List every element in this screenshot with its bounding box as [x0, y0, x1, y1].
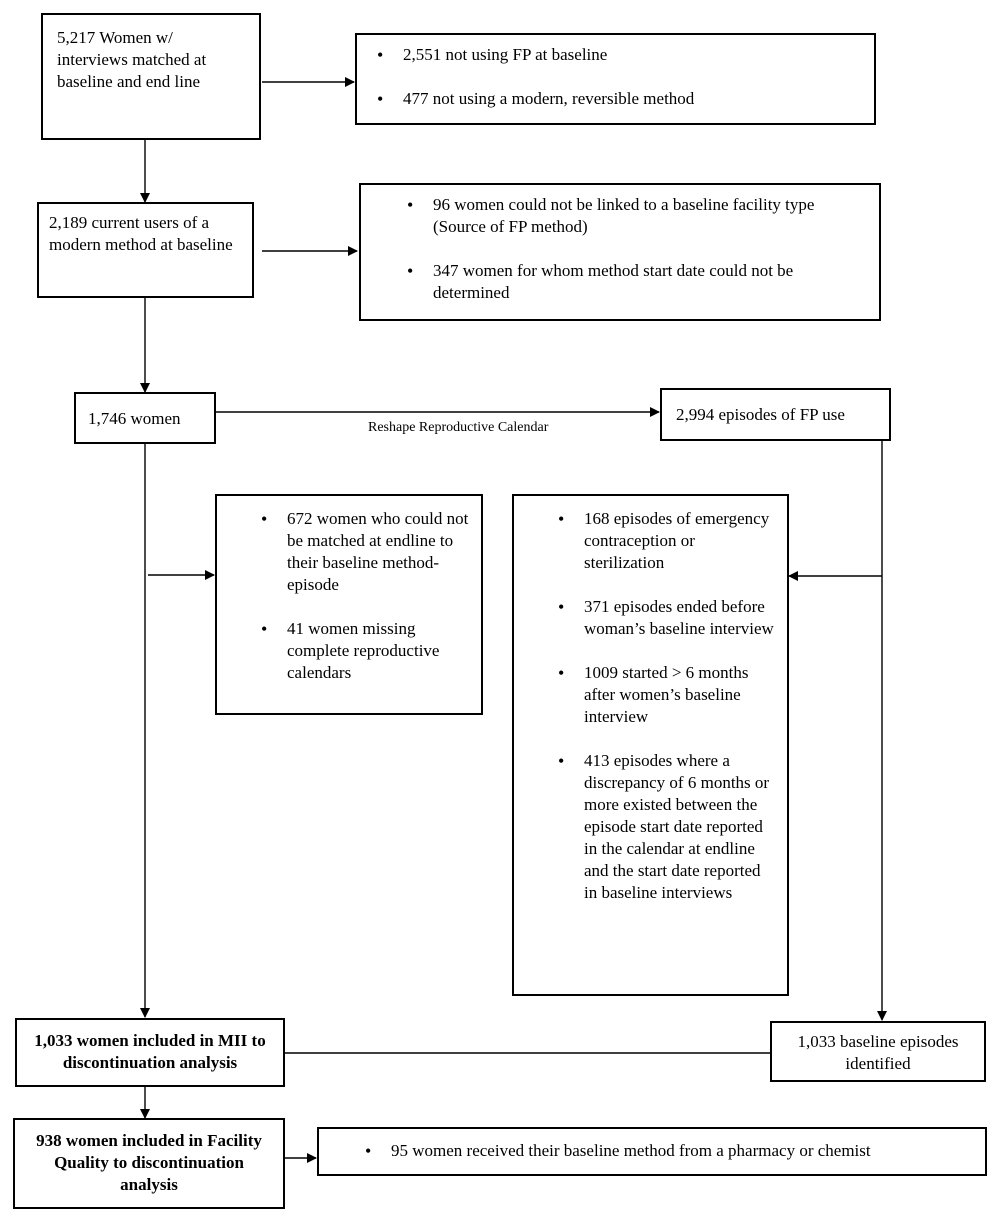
exclusion-4-item: 371 episodes ended before woman’s baseli… — [558, 596, 777, 640]
exclusion-5-item: 95 women received their baseline method … — [365, 1140, 965, 1162]
start-text: 5,217 Women w/ interviews matched at bas… — [57, 28, 207, 91]
episodes-box: 2,994 episodes of FP use — [660, 388, 891, 441]
exclusion-3-item: 41 women missing complete reproductive c… — [261, 618, 471, 684]
reshape-label: Reshape Reproductive Calendar — [368, 420, 549, 435]
exclusion-4-item: 168 episodes of emergency contraception … — [558, 508, 777, 574]
exclusions-1-box: 2,551 not using FP at baseline 477 not u… — [355, 33, 876, 125]
baseline-episodes-text: 1,033 baseline episodes identified — [797, 1032, 959, 1073]
facility-text: 938 women included in Facility Quality t… — [36, 1131, 262, 1194]
exclusion-2-item: 347 women for whom method start date cou… — [407, 260, 859, 304]
mii-box: 1,033 women included in MII to discontin… — [15, 1018, 285, 1087]
mii-text: 1,033 women included in MII to discontin… — [34, 1031, 266, 1072]
women-box: 1,746 women — [74, 392, 216, 444]
exclusions-4-box: 168 episodes of emergency contraception … — [512, 494, 789, 996]
exclusion-2-item: 96 women could not be linked to a baseli… — [407, 194, 859, 238]
exclusion-4-item: 413 episodes where a discrepancy of 6 mo… — [558, 750, 777, 904]
exclusion-4-item: 1009 started > 6 months after women’s ba… — [558, 662, 777, 728]
start-box: 5,217 Women w/ interviews matched at bas… — [41, 13, 261, 140]
exclusion-3-item: 672 women who could not be matched at en… — [261, 508, 471, 596]
episodes-text: 2,994 episodes of FP use — [676, 405, 845, 424]
exclusions-3-box: 672 women who could not be matched at en… — [215, 494, 483, 715]
women-text: 1,746 women — [88, 409, 181, 428]
exclusions-5-box: 95 women received their baseline method … — [317, 1127, 987, 1176]
current-users-text: 2,189 current users of a modern method a… — [49, 213, 233, 254]
baseline-episodes-box: 1,033 baseline episodes identified — [770, 1021, 986, 1082]
exclusions-2-box: 96 women could not be linked to a baseli… — [359, 183, 881, 321]
facility-box: 938 women included in Facility Quality t… — [13, 1118, 285, 1209]
exclusion-1-item: 2,551 not using FP at baseline — [377, 44, 854, 66]
exclusion-1-item: 477 not using a modern, reversible metho… — [377, 88, 854, 110]
current-users-box: 2,189 current users of a modern method a… — [37, 202, 254, 298]
